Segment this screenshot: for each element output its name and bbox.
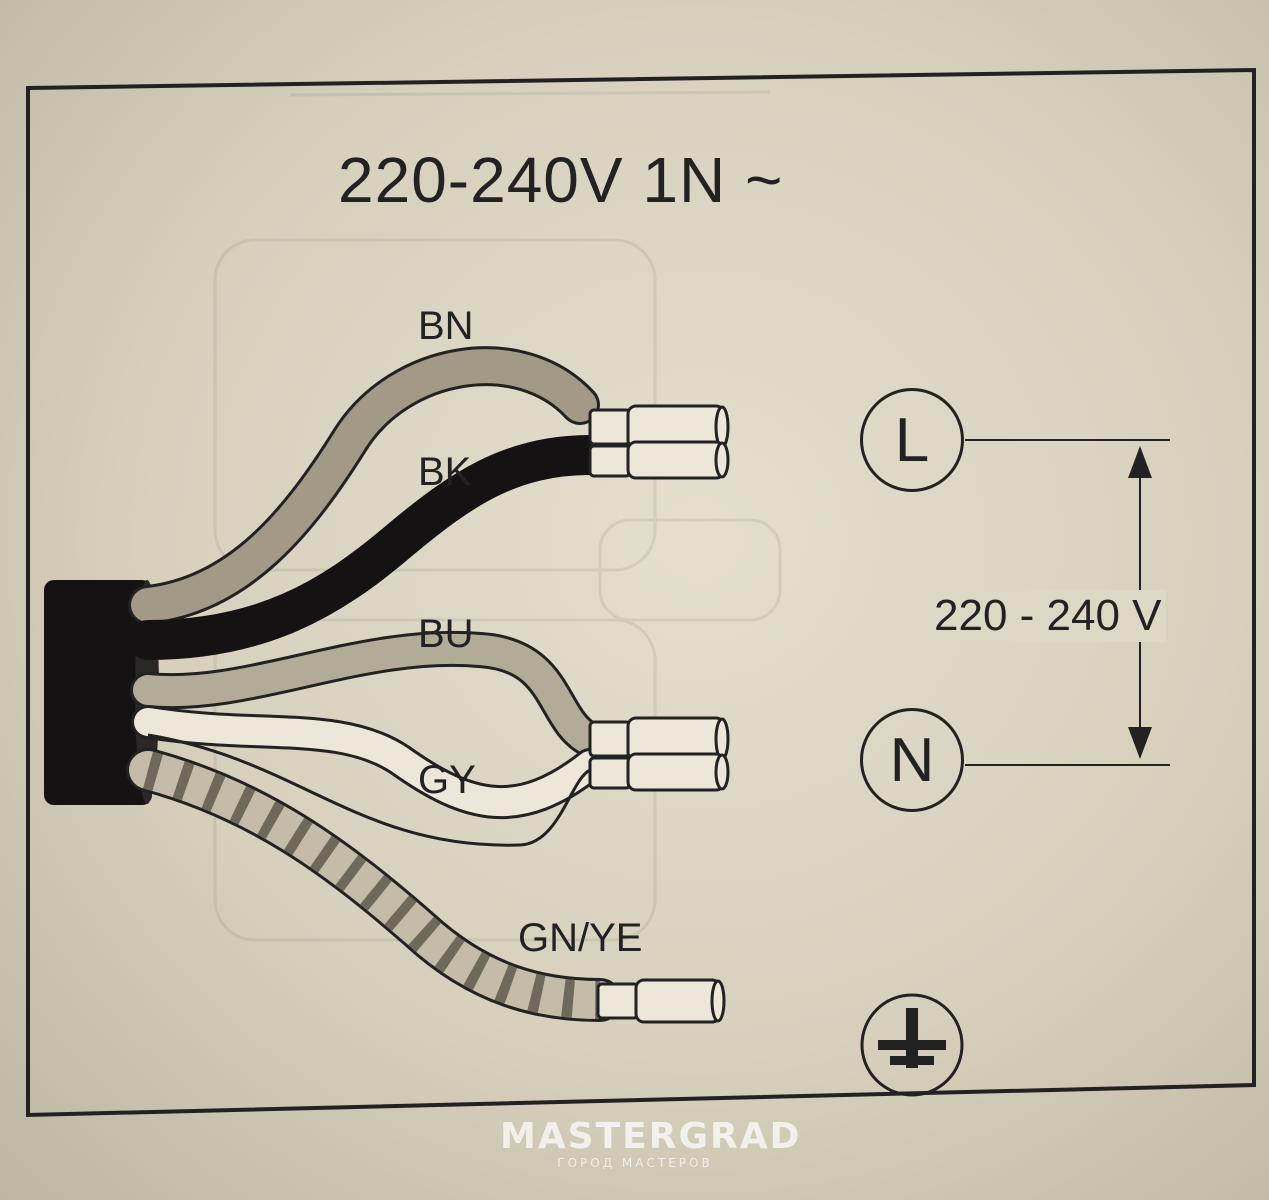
ferrule-pe (596, 978, 726, 1024)
wire-label-bk: BK (418, 450, 472, 494)
terminal-neutral-label: N (889, 725, 935, 795)
wire-bk (128, 435, 610, 660)
wire-label-gy: GY (418, 758, 476, 802)
watermark-logo: MASTERGRAD (500, 1116, 802, 1157)
earth-ground-icon (860, 993, 964, 1097)
arrowhead-down (1128, 727, 1152, 759)
ferrule-n-lower (588, 752, 730, 792)
terminal-live-label: L (894, 405, 930, 475)
terminal-live: L (860, 388, 964, 492)
wire-label-gnye: GN/YE (518, 916, 643, 960)
diagram-frame (26, 67, 1256, 1118)
ferrule-n-upper (588, 716, 730, 762)
wire-label-bu: BU (418, 612, 474, 656)
cable-jacket (44, 580, 152, 805)
arrowhead-up (1128, 446, 1152, 478)
wire-label-bn: BN (418, 304, 474, 348)
terminal-neutral: N (860, 708, 964, 812)
watermark-tagline: ГОРОД МАСТЕРОВ (557, 1156, 713, 1170)
voltage-label: 220 - 240 V (930, 590, 1166, 642)
diagram-title: 220-240V 1N ~ (338, 144, 784, 216)
ferrule-l-lower (588, 440, 730, 480)
ferrule-l-upper (588, 404, 730, 450)
